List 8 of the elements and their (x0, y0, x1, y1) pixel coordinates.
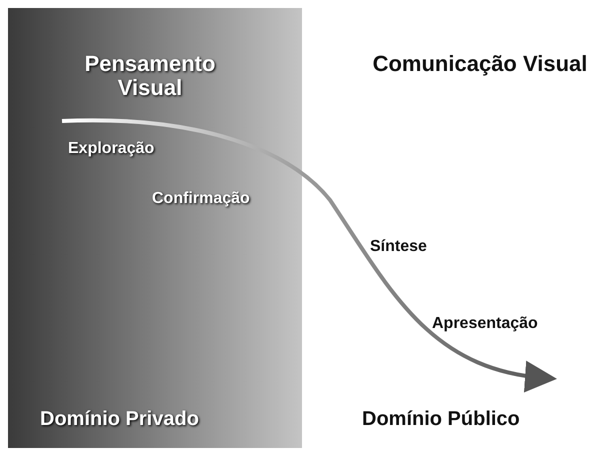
stage-label: Exploração (68, 140, 154, 158)
domain-label: Domínio Privado (40, 408, 199, 430)
stage-label: Confirmação (152, 190, 250, 208)
stage-label: Síntese (370, 238, 427, 256)
heading: Comunicação Visual (372, 52, 588, 76)
stage-label: Apresentação (432, 315, 538, 333)
heading: Pensamento Visual (84, 52, 216, 100)
domain-label: Domínio Público (362, 408, 520, 430)
